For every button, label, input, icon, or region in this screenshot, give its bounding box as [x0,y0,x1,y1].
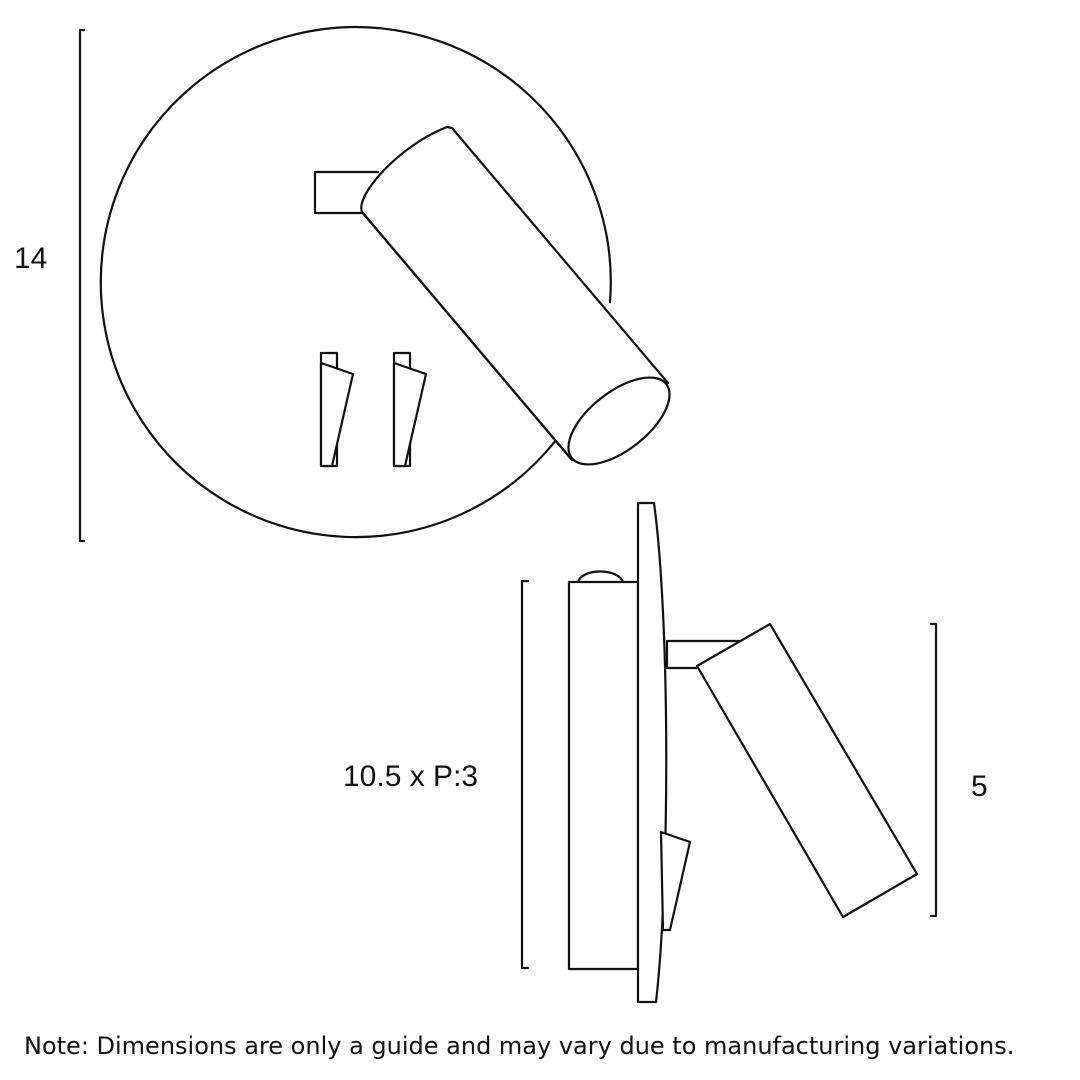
spotlight-head [360,125,671,466]
height-dimension-line [78,28,86,543]
disclaimer-note: Note: Dimensions are only a guide and ma… [24,1032,1015,1060]
side-arm [665,639,744,670]
wall-plate-circle [99,25,612,539]
side-view [520,501,938,1004]
side-switch [659,830,692,932]
dome-cap [576,570,625,584]
side-spotlight-head [695,622,919,919]
switch-left [319,351,355,468]
head-dimension-line [929,622,938,918]
wall-plate-profile [636,501,668,1004]
switch-right [392,351,428,468]
arm-bracket [313,170,380,215]
head-length-label: 5 [971,770,988,803]
front-view [78,25,671,543]
depth-label: 10.5 x P:3 [343,760,479,793]
back-box [567,580,640,971]
depth-dimension-line [520,579,530,970]
height-label: 14 [14,242,48,275]
